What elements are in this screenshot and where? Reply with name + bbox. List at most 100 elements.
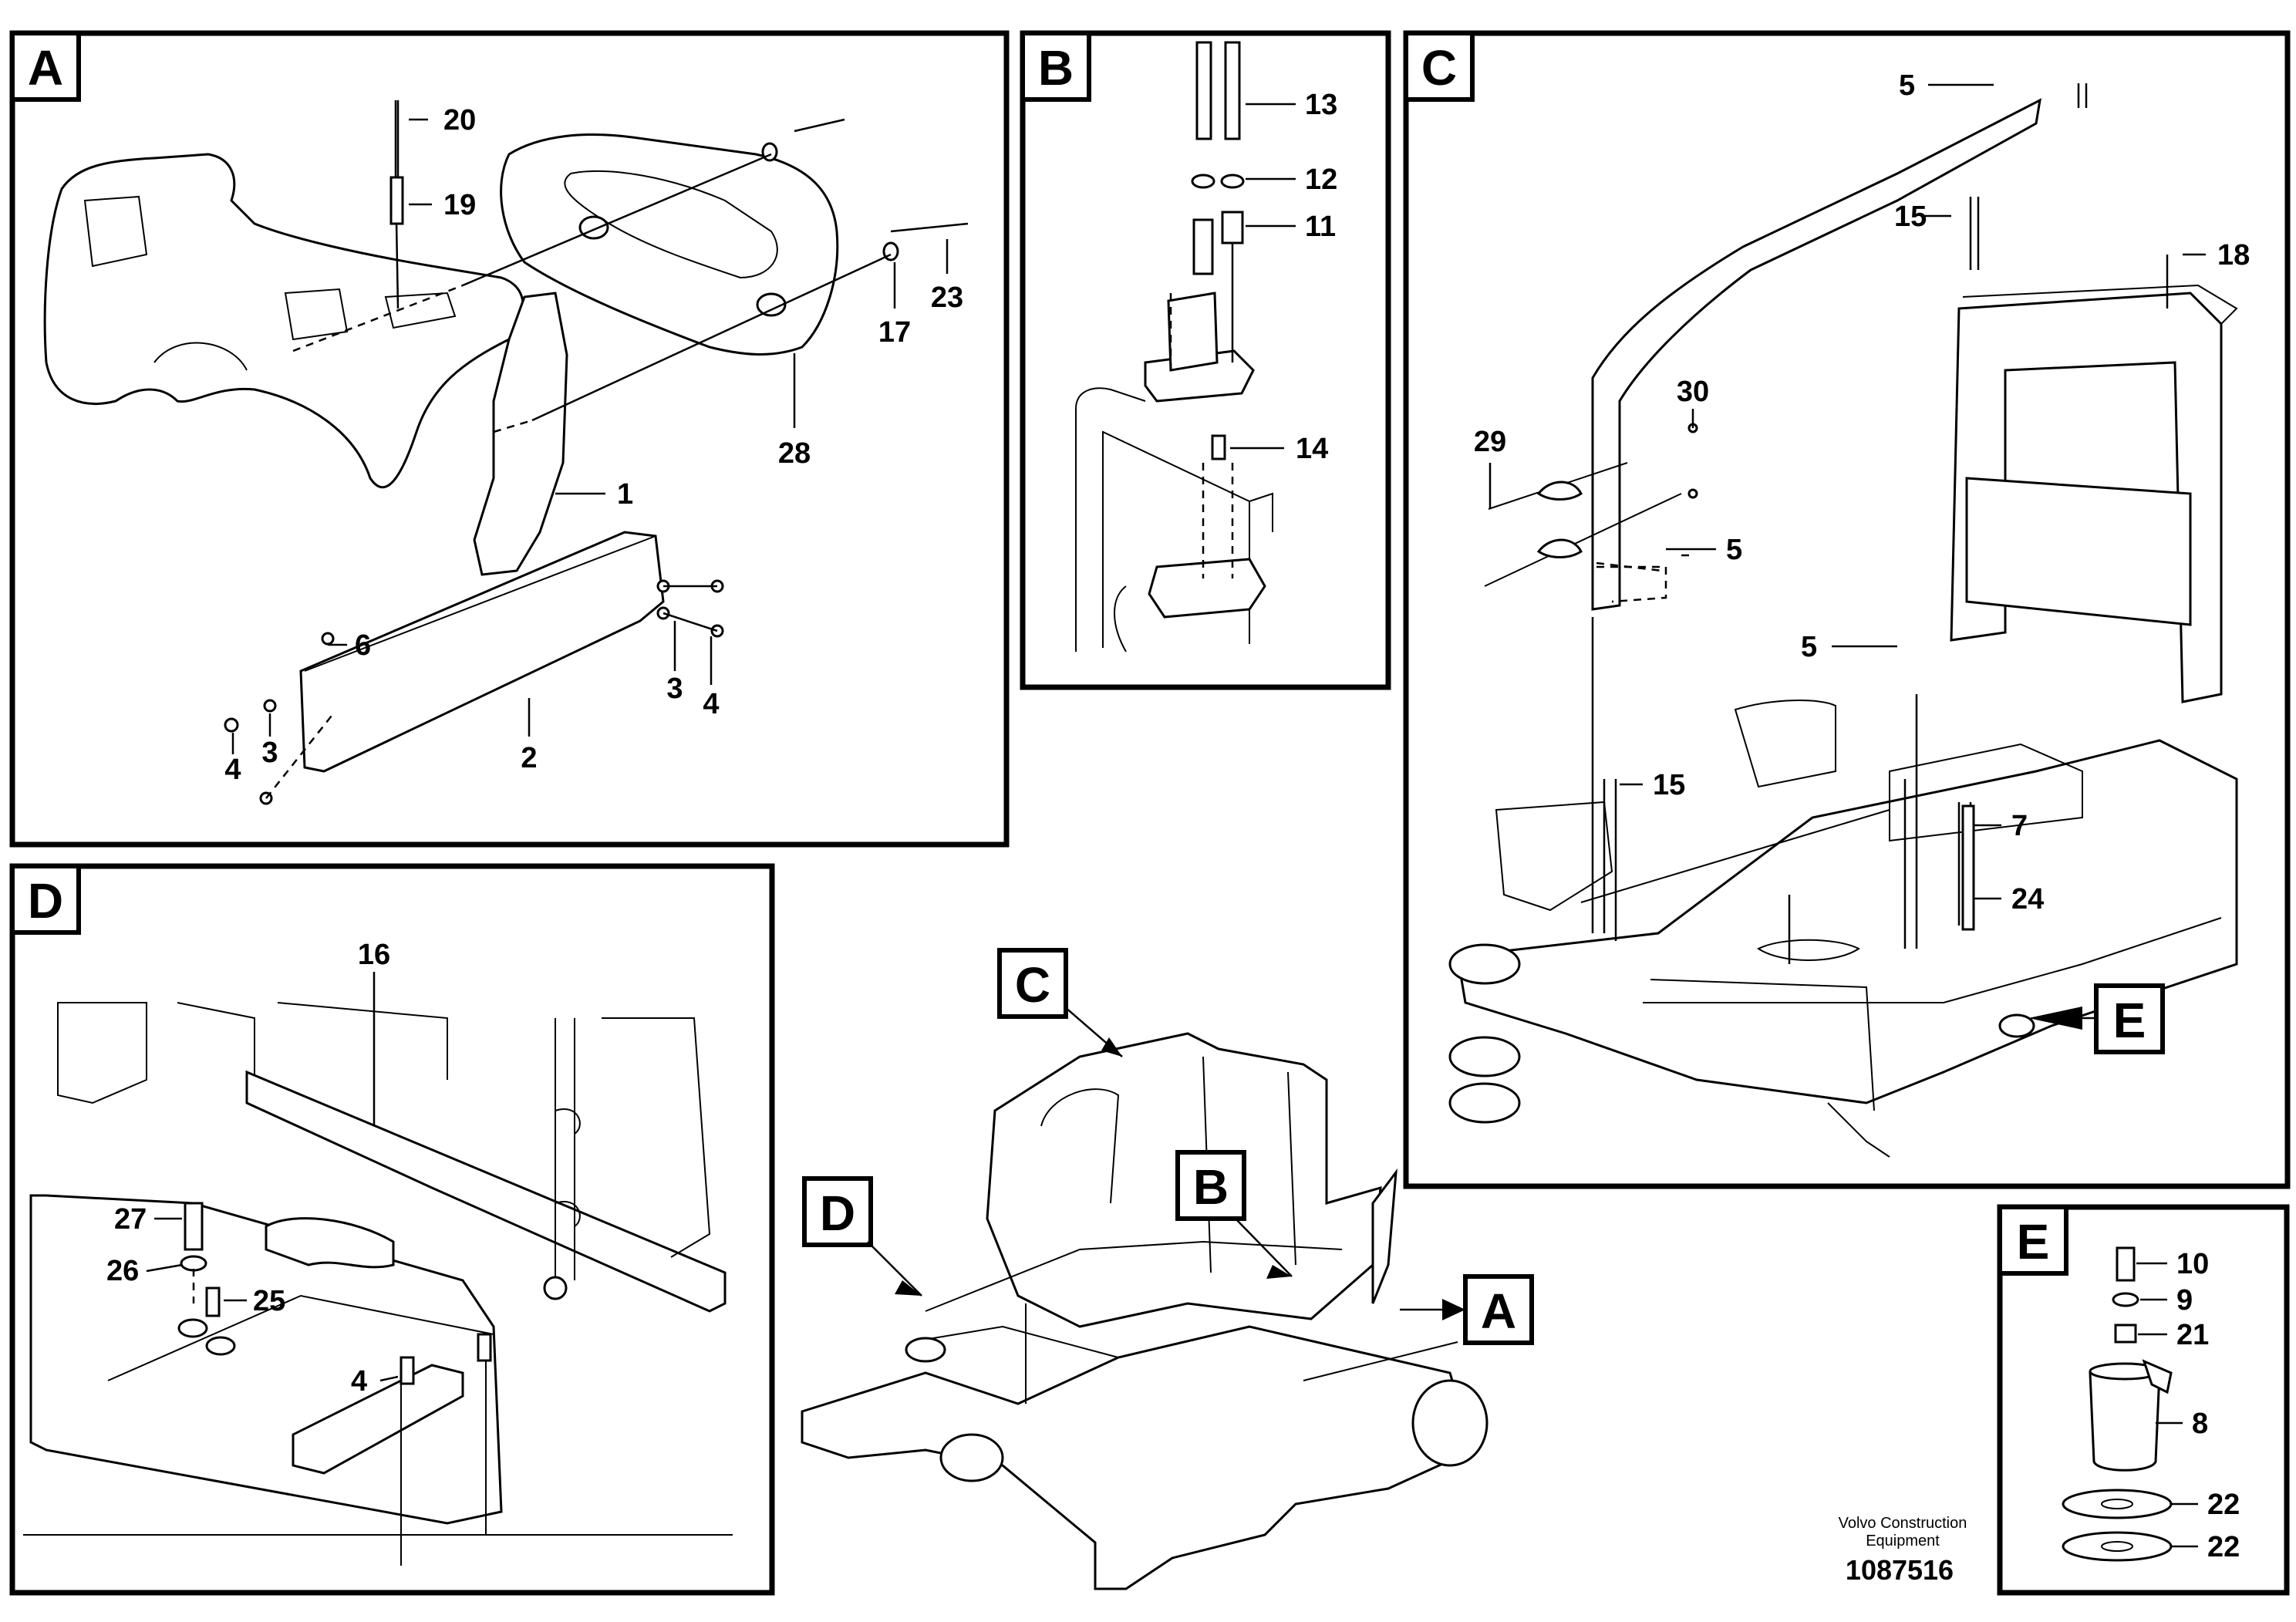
panel-b: B 13 12 11 14 [1020,30,1391,690]
overview-tracks [801,1325,1475,1590]
overview-callout-d: D [820,1185,855,1241]
part-17: 17 [878,316,911,349]
panel-b-frame [1020,30,1391,690]
part-3-right: 3 [666,673,683,705]
part-12: 12 [1305,164,1337,196]
panel-c-label-box [1404,31,1475,102]
panel-d: D 16 27 26 25 4 [9,863,775,1596]
overview-callout-d-box [802,1176,873,1247]
spacer-11 [1192,218,1214,275]
part-21: 21 [2176,1319,2209,1351]
washer-9 [2112,1292,2139,1307]
shim-22a [2062,1489,2173,1519]
part-11: 11 [1305,211,1336,243]
part-15-lower: 15 [1653,769,1685,801]
part-29: 29 [1474,426,1506,458]
panel-d-label: D [28,873,63,929]
b-post [1167,292,1219,372]
panel-b-label-box [1020,31,1091,102]
overview-callout-a: A [1481,1283,1516,1339]
pivot-boss-mid [1448,1036,1521,1077]
part-20: 20 [443,104,476,137]
panel-b-label: B [1038,40,1074,96]
part-22-upper: 22 [2207,1489,2240,1521]
machine-overview: C D B A [801,948,1534,1590]
overview-callout-b: B [1193,1159,1229,1215]
part-5-lower: 5 [1801,631,1817,663]
panel-c-label: C [1421,40,1457,96]
part-13: 13 [1305,89,1337,121]
part-5-top: 5 [1899,69,1915,102]
panel-e-label: E [2017,1214,2050,1270]
part-19: 19 [443,189,476,221]
part-4-d: 4 [351,1365,367,1398]
part-4-right: 4 [703,688,719,720]
bolt-10 [2116,1246,2136,1282]
panel-d-label-box [10,864,81,935]
part-24: 24 [2011,883,2044,916]
part-6: 6 [355,629,371,662]
panel-e-label-box [1998,1205,2068,1276]
counterweight [500,133,839,356]
panel-a-label-box [10,31,81,102]
part-8: 8 [2192,1408,2208,1440]
part-14: 14 [1296,433,1328,465]
overview-sprocket [1411,1379,1489,1467]
part-28: 28 [778,437,811,470]
pivot-boss-top [1448,943,1521,985]
part-9: 9 [2176,1284,2193,1317]
part-10: 10 [2176,1248,2209,1280]
bolt-4 [400,1356,415,1385]
panel-a-label: A [28,40,63,96]
part-30: 30 [1677,376,1709,408]
drawing-number: 1087516 [1846,1554,1954,1586]
panel-c-e-ref-box [2094,983,2165,1054]
d-channel-16 [245,1070,727,1313]
frame-casting [43,153,524,489]
part-26: 26 [106,1255,139,1287]
overview-callout-a-box [1463,1274,1534,1345]
panel-c-frame [1403,30,2291,1189]
sleeve-19 [389,176,404,225]
d-guide [292,1364,464,1475]
panel-c-e-ref: E [2113,993,2146,1048]
plug-14 [1211,434,1226,460]
company-line-2: Equipment [1866,1533,1940,1549]
part-15-top: 15 [1894,201,1927,233]
part-27: 27 [114,1203,147,1236]
overview-callout-c-box [997,948,1068,1019]
counterweight-boss-left [578,215,609,240]
d-rail [29,1194,503,1525]
bolt-27 [184,1202,204,1251]
shim-22b [2062,1531,2173,1562]
panel-e: E 10 9 21 8 22 22 [1997,1204,2290,1596]
panel-a-frame [9,30,1010,848]
part-3-left: 3 [261,737,278,769]
bottom-beam [299,531,665,773]
part-4-left: 4 [224,754,241,786]
panel-a: A [9,30,1010,848]
bolt-13b [1224,41,1241,140]
part-5-mid: 5 [1726,534,1742,566]
company-line-1: Volvo Construction [1839,1515,1967,1532]
overview-callout-b-box [1175,1150,1246,1221]
part-16: 16 [358,939,390,971]
part-1: 1 [617,478,633,511]
panel-c: C [1403,30,2291,1189]
bolt-13 [1195,41,1212,140]
footer: Volvo Construction Equipment 1087516 [1839,1515,1967,1586]
pivot-boss-bottom [1448,1082,1521,1124]
side-bracket [473,292,568,576]
bolt-upper [794,118,845,133]
b-bottom-plate [1148,558,1266,619]
spacer-21 [2114,1324,2137,1344]
spacer-11b [1221,211,1244,244]
d-bracket [265,1217,395,1269]
rops-panel [1965,477,2192,626]
part-18: 18 [2217,239,2250,271]
overview-callout-c: C [1015,957,1050,1013]
part-2: 2 [521,742,537,774]
washer-26 [180,1255,207,1272]
part-25: 25 [253,1285,285,1317]
